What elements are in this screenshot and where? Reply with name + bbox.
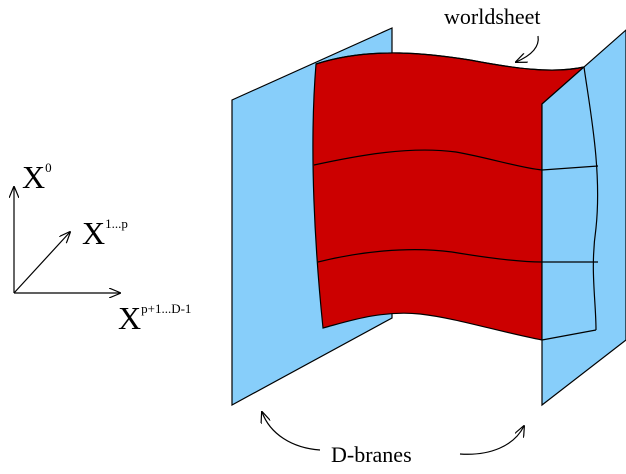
dbranes-right-pointer-arrow xyxy=(459,426,524,455)
dbranes-label: D-branes xyxy=(331,442,412,467)
axis-parallel-arrow xyxy=(13,232,70,294)
axis-time-label: X0 xyxy=(22,159,52,195)
worldsheet-line-1 xyxy=(313,149,543,171)
worldsheet-bottom-right xyxy=(541,329,597,341)
worldsheet-pointer-arrow xyxy=(516,35,539,62)
worldsheet-top-edge xyxy=(315,52,585,71)
dbranes-left-pointer-arrow xyxy=(262,412,321,451)
right-dbrane xyxy=(541,29,626,407)
worldsheet-right-edge xyxy=(583,66,599,331)
axis-parallel-label: X1...p xyxy=(82,215,128,251)
worldsheet-label: worldsheet xyxy=(444,4,541,29)
worldsheet-line-2 xyxy=(317,249,543,263)
worldsheet-right-line-1 xyxy=(541,165,599,171)
axis-transverse-label: Xp+1...D-1 xyxy=(118,300,191,336)
